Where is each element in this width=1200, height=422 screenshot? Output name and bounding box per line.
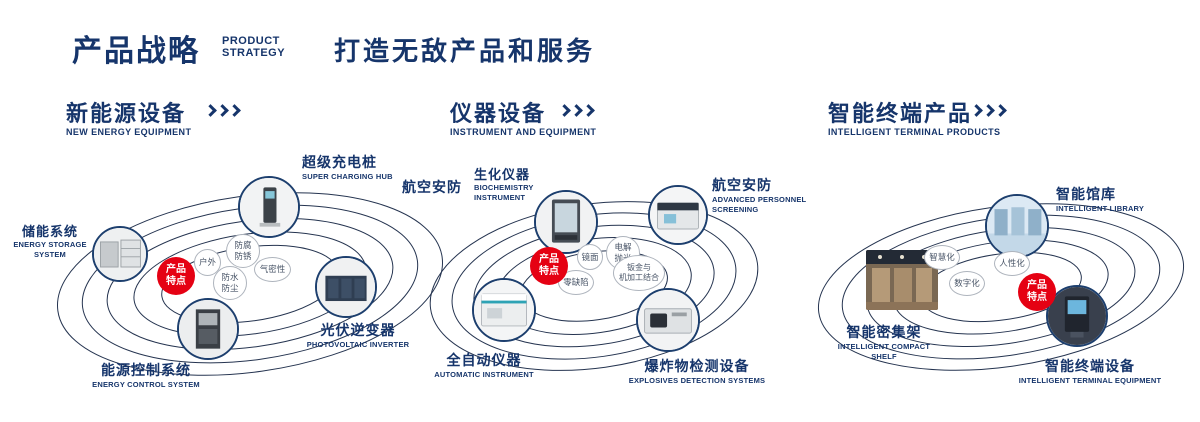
label-aviation-security: 航空安防	[402, 177, 462, 197]
triple-arrow-icon	[970, 104, 1007, 117]
label-terminal-equipment: 智能终端设备 INTELLIGENT TERMINAL EQUIPMENT	[1010, 356, 1170, 386]
product-name-en: SUPER CHARGING HUB	[302, 172, 393, 181]
chevron-icon	[582, 104, 595, 117]
product-name-en: INTELLIGENT COMPACT SHELF	[837, 342, 931, 362]
chevron-icon	[228, 104, 241, 117]
label-biochemistry: 生化仪器 BIOCHEMISTRY INSTRUMENT	[474, 164, 534, 203]
triple-arrow-icon	[204, 104, 241, 117]
product-name-en: ENERGY CONTROL SYSTEM	[92, 380, 200, 389]
feature-bubble-zero-defect: 零缺陷	[558, 270, 594, 295]
biochemistry-image	[536, 192, 596, 252]
product-name: 全自动仪器	[446, 352, 522, 368]
label-intelligent-library: 智能馆库 INTELLIGENT LIBRARY	[1056, 184, 1144, 214]
terminal-equipment-image	[1048, 287, 1106, 345]
feature-bubble-waterproof: 防水 防尘	[213, 266, 247, 300]
section-title-new-energy: 新能源设备	[66, 101, 187, 126]
label-super-charging: 超级充电桩 SUPER CHARGING HUB	[302, 152, 393, 182]
product-features-badge: 产品 特点	[1018, 273, 1056, 311]
section-subtitle-instrument: INSTRUMENT AND EQUIPMENT	[450, 127, 597, 137]
product-name: 智能终端设备	[1045, 358, 1135, 374]
super-charging-image	[240, 178, 298, 236]
node-terminal-equipment	[1046, 285, 1108, 347]
feature-bubble-digital: 数字化	[949, 271, 985, 296]
product-name: 光伏逆变器	[320, 322, 396, 338]
pv-inverter-image	[317, 258, 375, 316]
product-features-badge: 产品 特点	[157, 257, 195, 295]
energy-control-image	[179, 300, 237, 358]
triple-arrow-icon	[558, 104, 595, 117]
node-energy-control	[177, 298, 239, 360]
product-name: 智能馆库	[1056, 186, 1116, 202]
feature-bubble-anti-corrosion: 防腐 防锈	[226, 234, 260, 268]
page-title-en: PRODUCT STRATEGY	[222, 35, 286, 59]
label-automatic-instrument: 全自动仪器 AUTOMATIC INSTRUMENT	[424, 350, 544, 380]
product-name: 航空安防	[712, 177, 772, 193]
product-name: 爆炸物检测设备	[644, 358, 750, 374]
chevron-icon	[994, 104, 1007, 117]
section-subtitle-terminal: INTELLIGENT TERMINAL PRODUCTS	[828, 127, 1001, 137]
node-energy-storage	[92, 226, 148, 282]
product-name: 储能系统	[21, 224, 78, 239]
product-name-en: ADVANCED PERSONNEL SCREENING	[712, 195, 807, 215]
product-features-badge: 产品 特点	[530, 247, 568, 285]
product-name-en: PHOTOVOLTAIC INVERTER	[306, 340, 410, 349]
feature-bubble-humanized: 人性化	[994, 251, 1030, 276]
chevron-icon	[570, 104, 583, 117]
label-explosives-detection: 爆炸物检测设备 EXPLOSIVES DETECTION SYSTEMS	[622, 356, 772, 386]
page-title: 产品战略	[72, 35, 200, 68]
energy-storage-image	[94, 228, 146, 280]
feature-bubble-smart: 智慧化	[924, 245, 960, 270]
product-name: 智能密集架	[846, 324, 922, 340]
chevron-icon	[558, 104, 571, 117]
product-name-en: EXPLOSIVES DETECTION SYSTEMS	[628, 376, 766, 385]
node-explosives-detection	[636, 288, 700, 352]
node-intelligent-library	[985, 194, 1049, 258]
section-title-terminal: 智能终端产品	[828, 101, 973, 126]
feature-bubble-air-tightness: 气密性	[254, 257, 291, 282]
section-title-instrument: 仪器设备	[450, 101, 547, 126]
label-personnel-screening: 航空安防 ADVANCED PERSONNEL SCREENING	[712, 175, 806, 215]
label-energy-control: 能源控制系统 ENERGY CONTROL SYSTEM	[86, 360, 206, 390]
node-pv-inverter	[315, 256, 377, 318]
personnel-screening-image	[650, 187, 706, 243]
node-automatic-instrument	[472, 278, 536, 342]
chevron-icon	[970, 104, 983, 117]
automatic-instrument-image	[474, 280, 534, 340]
product-name: 超级充电桩	[302, 154, 377, 170]
product-name: 生化仪器	[474, 167, 531, 182]
section-subtitle-new-energy: NEW ENERGY EQUIPMENT	[66, 127, 192, 137]
node-biochemistry	[534, 190, 598, 254]
label-energy-storage: 储能系统 ENERGY STORAGE SYSTEM	[8, 221, 92, 260]
chevron-icon	[204, 104, 217, 117]
chevron-icon	[982, 104, 995, 117]
feature-bubble-sheet-metal: 钣金与 机加工结合	[613, 255, 665, 291]
label-pv-inverter: 光伏逆变器 PHOTOVOLTAIC INVERTER	[298, 320, 418, 350]
product-name-en: INTELLIGENT TERMINAL EQUIPMENT	[1018, 376, 1162, 385]
product-name: 能源控制系统	[101, 362, 191, 378]
explosives-detection-image	[638, 290, 698, 350]
slogan: 打造无敌产品和服务	[334, 36, 596, 66]
product-name-en: BIOCHEMISTRY INSTRUMENT	[474, 183, 534, 203]
intelligent-library-image	[987, 196, 1047, 256]
product-name: 航空安防	[402, 179, 462, 195]
feature-bubble-mirror: 镜面	[577, 244, 603, 270]
node-personnel-screening	[648, 185, 708, 245]
product-name-en: AUTOMATIC INSTRUMENT	[434, 370, 534, 379]
node-super-charging	[238, 176, 300, 238]
product-name-en: INTELLIGENT LIBRARY	[1056, 204, 1145, 213]
label-compact-shelf: 智能密集架 INTELLIGENT COMPACT SHELF	[822, 322, 946, 362]
chevron-icon	[216, 104, 229, 117]
product-name-en: ENERGY STORAGE SYSTEM	[13, 240, 87, 260]
